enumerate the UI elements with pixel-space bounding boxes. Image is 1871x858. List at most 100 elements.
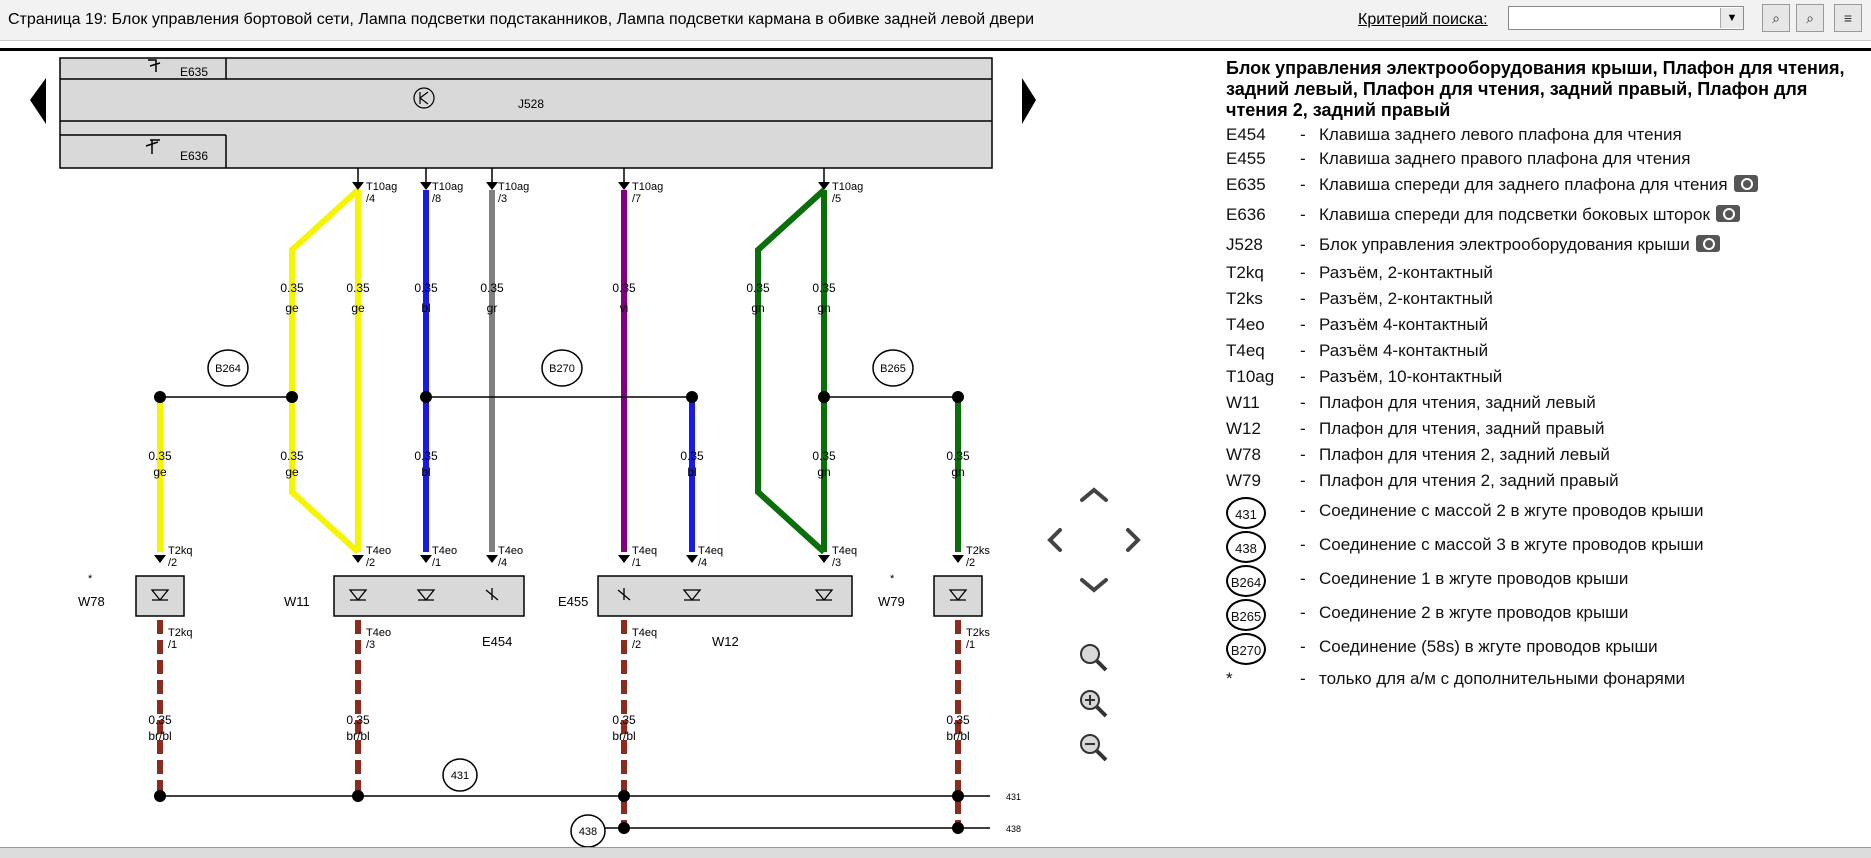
svg-text:/2: /2 [632,639,641,651]
wire-green-b265 [755,187,827,555]
zoom-in-icon[interactable] [1080,690,1108,718]
svg-text:0.35: 0.35 [812,281,836,295]
transistor-icon [413,87,435,109]
b264-label: B264 [215,363,241,375]
w78-lamp [135,575,185,617]
pan-left-icon[interactable] [1047,528,1062,552]
w78-label: W78 [78,594,105,609]
svg-text:0.35: 0.35 [280,449,304,463]
svg-text:/4: /4 [698,557,707,569]
svg-text:T10ag: T10ag [498,181,529,193]
zoom-out-icon[interactable] [1080,734,1108,762]
svg-text:br/bl: br/bl [946,729,969,743]
header-divider [0,48,1871,51]
w11-label: W11 [284,594,310,609]
svg-text:gn: gn [817,301,830,315]
svg-text:/4: /4 [498,557,507,569]
svg-text:gn: gn [951,465,964,479]
svg-text:br/bl: br/bl [148,729,171,743]
svg-text:T10ag: T10ag [632,181,663,193]
pan-down-icon[interactable] [1080,578,1108,593]
j528-module [59,57,993,169]
svg-text:/3: /3 [832,557,841,569]
svg-text:*: * [88,573,93,585]
ground-431-label: 431 [451,770,469,782]
b270-label: B270 [549,363,575,375]
search-criteria-input[interactable] [1508,6,1744,30]
e635-label: E635 [180,65,208,79]
camera-icon[interactable] [1715,205,1740,222]
svg-text:br/bl: br/bl [346,729,369,743]
zoom-fit-icon[interactable] [1080,644,1108,672]
j528-label: J528 [518,97,544,111]
svg-text:0.35: 0.35 [480,281,504,295]
search-back-icon[interactable]: ⌕ [1796,4,1824,32]
page-title: Страница 19: Блок управления бортовой се… [8,11,1035,28]
legend-title: Блок управления электрооборудования крыш… [1226,58,1845,120]
svg-text:ge: ge [285,465,299,479]
ground-438-label: 438 [579,826,597,838]
ground-431 [442,758,478,792]
svg-text:T2kq: T2kq [168,627,192,639]
svg-text:0.35: 0.35 [414,449,438,463]
svg-text:T4eo: T4eo [498,545,523,557]
svg-text:/2: /2 [366,557,375,569]
wiring-diagram: E635 E636 J528 T10ag/4 T10ag/8 T10ag/3 T… [30,57,1141,847]
svg-text:0.35: 0.35 [946,449,970,463]
svg-text:0.35: 0.35 [148,713,172,727]
svg-text:T10ag: T10ag [432,181,463,193]
svg-text:gn: gn [751,301,764,315]
e636-label: E636 [180,149,208,163]
e455-label: E455 [558,594,588,609]
svg-text:T10ag: T10ag [366,181,397,193]
svg-text:T2ks: T2ks [966,627,990,639]
svg-text:/3: /3 [366,639,375,651]
list-icon[interactable]: ≡ [1834,4,1862,32]
svg-text:T4eq: T4eq [632,627,657,639]
svg-text:T2ks: T2ks [966,545,990,557]
search-forward-icon[interactable]: ⌕ [1762,4,1790,32]
search-dropdown-chevron-icon[interactable]: ▼ [1720,8,1743,28]
wire-yellow-b264 [289,187,361,555]
svg-text:0.35: 0.35 [414,281,438,295]
svg-text:431: 431 [1006,792,1021,802]
b264-splice [207,349,249,387]
b265-label: B265 [880,363,906,375]
svg-text:T4eo: T4eo [432,545,457,557]
search-criteria-label: Критерий поиска: [1358,11,1488,28]
svg-text:/1: /1 [632,557,641,569]
svg-text:bl: bl [687,465,696,479]
svg-text:gn: gn [817,465,830,479]
svg-text:0.35: 0.35 [346,713,370,727]
svg-text:T4eq: T4eq [632,545,657,557]
svg-text:ge: ge [153,465,167,479]
e636-switch-icon [145,139,160,154]
w79-lamp [933,575,983,617]
e455-w12-unit [597,575,853,617]
svg-text:/1: /1 [966,639,975,651]
svg-text:/7: /7 [632,193,641,205]
svg-text:ge: ge [285,301,299,315]
w79-label: W79 [878,594,905,609]
svg-text:T2kq: T2kq [168,545,192,557]
camera-icon[interactable] [1695,235,1720,252]
ground-438 [570,814,606,847]
svg-text:gr: gr [487,301,498,315]
svg-text:0.35: 0.35 [612,281,636,295]
svg-text:br/bl: br/bl [612,729,635,743]
w12-label: W12 [712,634,739,649]
svg-text:/5: /5 [832,193,841,205]
legend-panel: Блок управления электрооборудования крыш… [1226,58,1866,688]
svg-text:/8: /8 [432,193,441,205]
svg-text:T4eo: T4eo [366,545,391,557]
next-page-arrow-icon[interactable] [1022,78,1036,124]
bottom-tab-bar[interactable] [0,847,1871,858]
pan-right-icon[interactable] [1126,528,1141,552]
svg-text:/4: /4 [366,193,375,205]
svg-text:438: 438 [1006,824,1021,834]
svg-text:0.35: 0.35 [812,449,836,463]
camera-icon[interactable] [1733,175,1758,192]
b265-splice [872,349,914,387]
pan-up-icon[interactable] [1080,487,1108,502]
prev-page-arrow-icon[interactable] [30,78,46,124]
